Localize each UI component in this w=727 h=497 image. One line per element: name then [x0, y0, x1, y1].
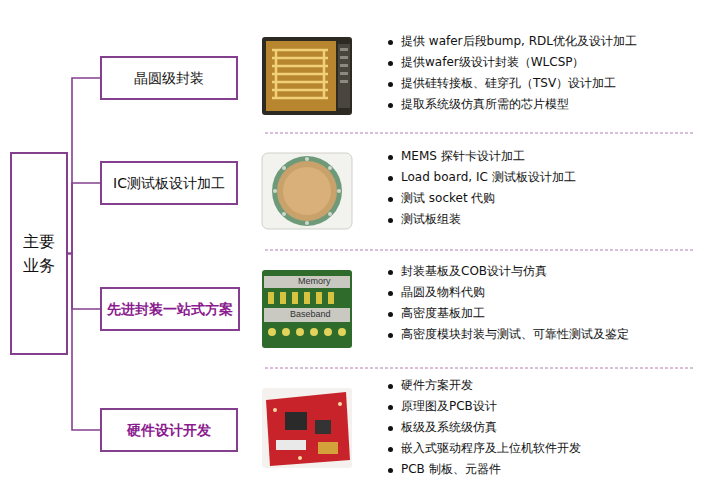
box-label: 先进封装一站式方案 [107, 300, 233, 318]
category-box: 先进封装一站式方案 [100, 287, 240, 331]
bracket-connector [68, 78, 100, 254]
service-item: Load board, IC 测试板设计加工 [401, 170, 576, 186]
service-item: PCB 制板、元器件 [401, 462, 501, 478]
box-label: 硬件设计开发 [127, 421, 211, 439]
bracket-connector [68, 254, 100, 431]
category-box: 晶圆级封装 [100, 56, 238, 100]
bullet-dot [388, 218, 393, 223]
bullet-dot [388, 40, 393, 45]
bullet-dot [388, 197, 393, 202]
box-label: 主要 业务 [21, 230, 58, 278]
pcb-picture [262, 388, 352, 468]
service-item: 封装基板及COB设计与仿真 [401, 264, 547, 280]
bullet-dot [388, 155, 393, 160]
service-item: 晶圆及物料代购 [401, 285, 485, 301]
bullet-dot [388, 405, 393, 410]
bullet-dot [388, 312, 393, 317]
chip-label: Baseband [290, 310, 331, 320]
substrate-picture [262, 270, 352, 348]
category-box: IC测试板设计加工 [100, 161, 238, 205]
box-label: 晶圆级封装 [134, 69, 204, 87]
bullet-dot [388, 270, 393, 275]
service-item: 原理图及PCB设计 [401, 399, 497, 415]
root-box: 主要 业务 [10, 152, 68, 355]
bullet-dot [388, 103, 393, 108]
box-label: IC测试板设计加工 [113, 174, 225, 192]
service-item: 测试 socket 代购 [401, 191, 495, 207]
service-item: 高密度基板加工 [401, 306, 485, 322]
service-item: 提取系统级仿真所需的芯片模型 [401, 97, 569, 113]
probe-card-picture [262, 153, 352, 229]
service-item: 硬件方案开发 [401, 378, 473, 394]
bracket-connector [68, 183, 100, 254]
bullet-dot [388, 61, 393, 66]
service-item: 板级及系统级仿真 [401, 420, 497, 436]
service-item: 嵌入式驱动程序及上位机软件开发 [401, 441, 581, 457]
service-item: 高密度模块封装与测试、可靠性测试及鉴定 [401, 327, 629, 343]
bullet-dot [388, 447, 393, 452]
service-item: 提供硅转接板、硅穿孔（TSV）设计加工 [401, 76, 616, 92]
chip-label: Memory [298, 277, 331, 287]
bullet-dot [388, 426, 393, 431]
bullet-dot [388, 291, 393, 296]
bullet-dot [388, 468, 393, 473]
category-box: 硬件设计开发 [100, 408, 238, 452]
service-item: 提供 wafer后段bump, RDL优化及设计加工 [401, 34, 637, 50]
bullet-dot [388, 176, 393, 181]
wafer-picture [262, 37, 352, 115]
bullet-dot [388, 333, 393, 338]
service-item: 提供wafer级设计封装（WLCSP） [401, 55, 585, 71]
service-item: MEMS 探针卡设计加工 [401, 149, 525, 165]
bullet-dot [388, 384, 393, 389]
service-item: 测试板组装 [401, 212, 461, 228]
bullet-dot [388, 82, 393, 87]
separator-lines [265, 133, 693, 368]
